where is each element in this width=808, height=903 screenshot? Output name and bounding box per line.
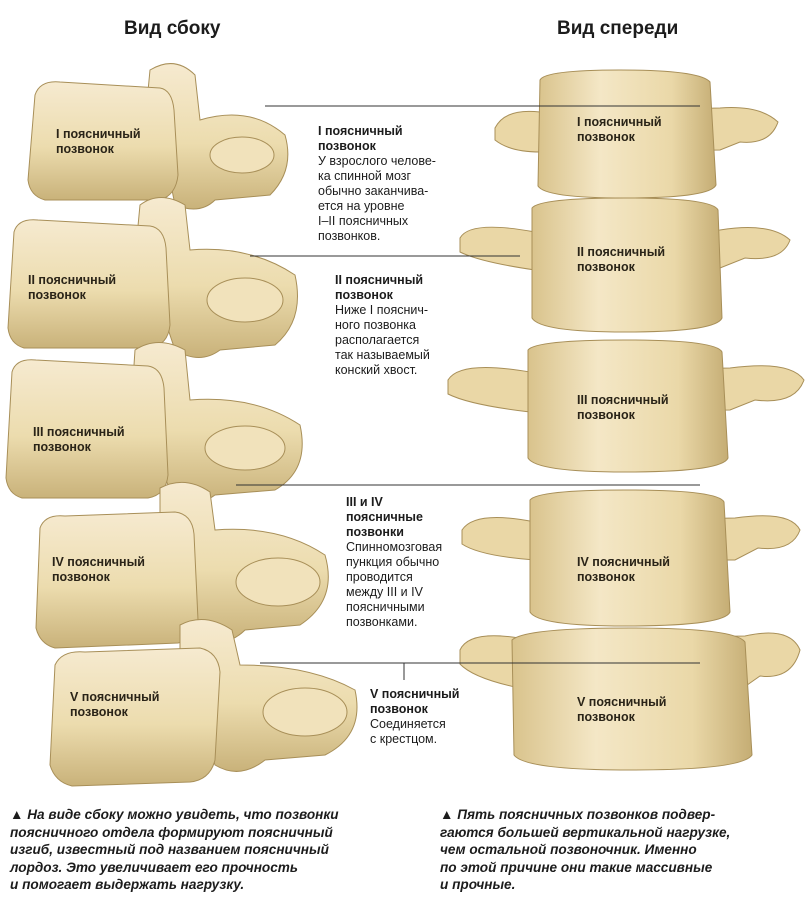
side-label-l5: V поясничный позвонок	[70, 690, 160, 719]
front-label-l3: III поясничный позвонок	[577, 393, 669, 422]
callout-l2-title: II поясничный позвонок	[335, 273, 424, 302]
side-label-l1: I поясничный позвонок	[56, 127, 141, 156]
callout-l3-l4-title: III и IV поясничные позвонки	[346, 495, 423, 539]
leader-lines	[236, 105, 700, 680]
side-l2	[7, 197, 298, 358]
front-label-l1: I поясничный позвонок	[577, 115, 662, 144]
front-label-l5: V поясничный позвонок	[577, 695, 667, 724]
front-label-l2: II поясничный позвонок	[577, 245, 666, 274]
side-view-vertebrae	[5, 63, 358, 787]
callout-l2: II поясничный позвонок Ниже I пояснич- н…	[335, 273, 485, 378]
front-l2	[459, 197, 791, 333]
front-label-l4: IV поясничный позвонок	[577, 555, 670, 584]
front-l3	[447, 339, 805, 473]
side-view-heading: Вид сбоку	[124, 18, 221, 39]
side-l4	[35, 481, 329, 649]
side-view-caption: ▲ На виде сбоку можно увидеть, что позво…	[10, 807, 339, 892]
front-l4	[461, 489, 801, 627]
callout-l5: V поясничный позвонок Соединяется с крес…	[370, 687, 520, 747]
callout-l3-l4-body: Спинномозговая пункция обычно проводится…	[346, 540, 443, 629]
callout-l5-body: Соединяется с крестцом.	[370, 717, 446, 746]
side-l5	[49, 619, 358, 787]
side-label-l4: IV поясничный позвонок	[52, 555, 145, 584]
side-label-l2: II поясничный позвонок	[28, 273, 117, 302]
callout-l2-body: Ниже I пояснич- ного позвонка располагае…	[335, 303, 430, 377]
side-l1	[27, 63, 289, 210]
front-l1	[494, 69, 779, 199]
callout-l1: I поясничный позвонок У взрослого челове…	[318, 124, 468, 244]
side-label-l3: III поясничный позвонок	[33, 425, 125, 454]
callout-l3-l4: III и IV поясничные позвонки Спинномозго…	[346, 495, 496, 630]
callout-l1-body: У взрослого челове- ка спинной мозг обыч…	[318, 154, 436, 243]
side-l3	[5, 342, 303, 503]
callout-l1-title: I поясничный позвонок	[318, 124, 403, 153]
callout-l5-title: V поясничный позвонок	[370, 687, 460, 716]
front-view-heading: Вид спереди	[557, 18, 679, 39]
front-view-caption: ▲ Пять поясничных позвонков подвер- гают…	[440, 807, 731, 892]
